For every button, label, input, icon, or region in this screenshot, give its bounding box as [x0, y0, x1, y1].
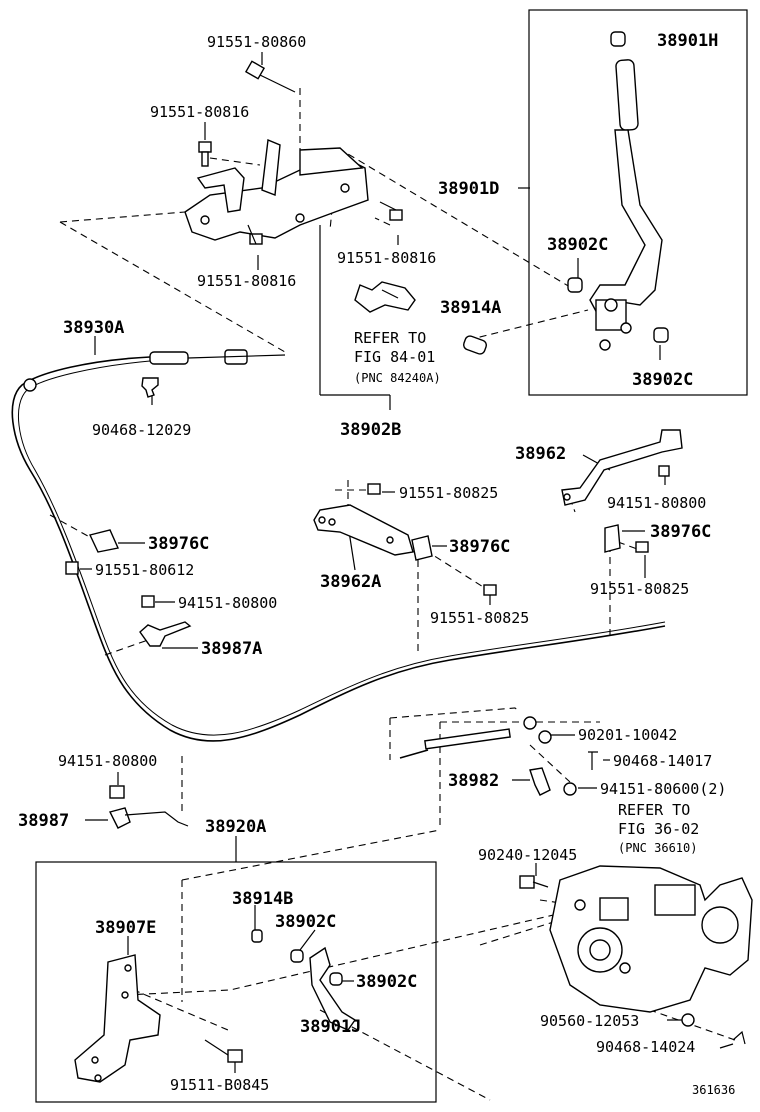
ref2-line1: REFER TO: [618, 801, 690, 819]
label-38914B: 38914B: [232, 889, 293, 909]
label-94151-80800-b: 94151-80800: [178, 594, 277, 612]
bracket-38962A: [313, 504, 414, 556]
bolt-91551-80825-right: [635, 541, 649, 553]
label-90468-12029: 90468-12029: [92, 421, 191, 439]
label-91551-80816-b: 91551-80816: [197, 272, 296, 290]
clamp-38976C-left: [89, 529, 119, 553]
ref1-line3: (PNC 84240A): [354, 371, 441, 385]
label-38976C-left: 38976C: [148, 534, 209, 554]
label-38930A: 38930A: [63, 318, 124, 338]
label-91551-80816-c: 91551-80816: [337, 249, 436, 267]
bushing-38902C-b: [653, 327, 669, 343]
label-38920A: 38920A: [205, 817, 266, 837]
bracket-38962: [561, 429, 683, 506]
bolt-91551-80816-b: [247, 224, 263, 245]
reference-note-fig-36-02: REFER TO FIG 36-02 (PNC 36610): [618, 801, 699, 855]
transmission-control-cable: [11, 356, 666, 742]
label-38901J: 38901J: [300, 1017, 361, 1037]
label-91511-B0845: 91511-B0845: [170, 1076, 269, 1094]
label-91551-80816-a: 91551-80816: [150, 103, 249, 121]
clamp-38976C-right: [604, 524, 621, 553]
label-38901D: 38901D: [438, 179, 499, 199]
clamp-38982: [529, 767, 551, 796]
ref1-line1: REFER TO: [354, 329, 426, 347]
label-38902B: 38902B: [340, 420, 401, 440]
washer-90201-10042: [538, 730, 552, 744]
label-38907E: 38907E: [95, 918, 156, 938]
label-38914A: 38914A: [440, 298, 501, 318]
cable-grommet: [23, 378, 37, 392]
label-38976C-right: 38976C: [650, 522, 711, 542]
bushing-38902C-d: [329, 972, 343, 986]
bolt-91551-80825-mid: [483, 584, 497, 596]
bolt-91551-80612: [65, 561, 79, 575]
bolt-91551-80825-top: [367, 483, 381, 495]
label-38902C-b: 38902C: [632, 370, 693, 390]
label-38976C-mid: 38976C: [449, 537, 510, 557]
nut-94151-80800-b: [141, 595, 155, 608]
switch-connector: [354, 281, 416, 313]
pin-38914A: [462, 335, 488, 355]
transmission-case: [549, 865, 753, 1013]
label-91551-80612: 91551-80612: [95, 561, 194, 579]
label-94151-80800-a: 94151-80800: [607, 494, 706, 512]
ref1-line2: FIG 84-01: [354, 348, 435, 366]
bolt-91511-B0845: [204, 1039, 243, 1063]
shift-lever-38901D: [589, 31, 663, 351]
figure-number: 361636: [692, 1083, 735, 1097]
control-bracket-assembly: [184, 138, 369, 241]
pin-90468-14017: [588, 751, 598, 770]
clamp-38976C-mid: [411, 535, 433, 561]
nut-94151-80800-a: [658, 465, 670, 477]
nut-94151-80800-c: [109, 785, 125, 799]
bolt-90240-12045: [519, 875, 549, 889]
bushing-38902C-c: [290, 949, 304, 963]
label-38982: 38982: [448, 771, 499, 791]
label-91551-80825-c: 91551-80825: [590, 580, 689, 598]
bracket-38907E: [74, 954, 161, 1083]
label-90468-14024: 90468-14024: [596, 1038, 695, 1056]
label-38962: 38962: [515, 444, 566, 464]
bolt-91551-80816-a: [198, 141, 212, 167]
label-38987: 38987: [18, 811, 69, 831]
bolt-91551-80816-c: [379, 201, 403, 221]
nut-94151-80600: [563, 782, 577, 796]
cable-end-fitting: [149, 351, 189, 365]
reference-note-fig-84-01: REFER TO FIG 84-01 (PNC 84240A): [354, 329, 441, 385]
label-90560-12053: 90560-12053: [540, 1012, 639, 1030]
washer-90560-12053: [681, 1013, 695, 1027]
pin-38914B: [251, 929, 263, 943]
lever-38901J: [309, 946, 356, 1031]
label-90240-12045: 90240-12045: [478, 846, 577, 864]
label-94151-80600: 94151-80600(2): [600, 780, 726, 798]
label-38962A: 38962A: [320, 572, 381, 592]
label-38902C-d: 38902C: [356, 972, 417, 992]
label-38987A: 38987A: [201, 639, 262, 659]
label-38901H: 38901H: [657, 31, 718, 51]
clip-90468-12029: [141, 377, 159, 398]
pin-90468-14024: [732, 1030, 746, 1045]
label-91551-80860: 91551-80860: [207, 33, 306, 51]
shift-cable-rod: [424, 728, 511, 750]
label-90468-14017: 90468-14017: [613, 752, 712, 770]
label-91551-80825-a: 91551-80825: [399, 484, 498, 502]
ref2-line2: FIG 36-02: [618, 820, 699, 838]
label-38902C-a: 38902C: [547, 235, 608, 255]
label-90201-10042: 90201-10042: [578, 726, 677, 744]
bolt-91551-80860: [244, 60, 296, 93]
bushing-38902C-a: [567, 277, 583, 293]
label-91551-80825-b: 91551-80825: [430, 609, 529, 627]
label-94151-80800-c: 94151-80800: [58, 752, 157, 770]
retainer-38987: [108, 807, 189, 829]
ref2-line3: (PNC 36610): [618, 841, 697, 855]
shift-lever-group-frame: [528, 9, 748, 396]
retainer-38987A: [139, 621, 192, 647]
label-38902C-c: 38902C: [275, 912, 336, 932]
